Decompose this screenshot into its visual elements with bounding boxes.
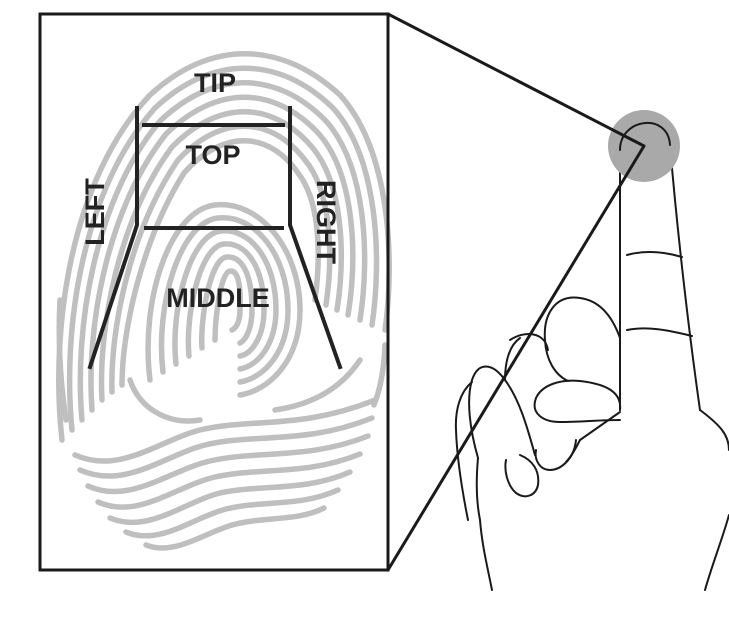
left-label: LEFT — [80, 178, 110, 246]
fingerprint-frame — [38, 12, 390, 572]
zoom-connector — [386, 12, 646, 572]
hand-illustration — [454, 121, 729, 591]
right-label: RIGHT — [311, 180, 341, 265]
middle-label: MIDDLE — [166, 283, 270, 313]
fingerprint-ridges — [56, 51, 392, 551]
tip-label: TIP — [194, 68, 236, 98]
region-dividers — [87, 106, 343, 370]
top-label: TOP — [185, 140, 240, 170]
